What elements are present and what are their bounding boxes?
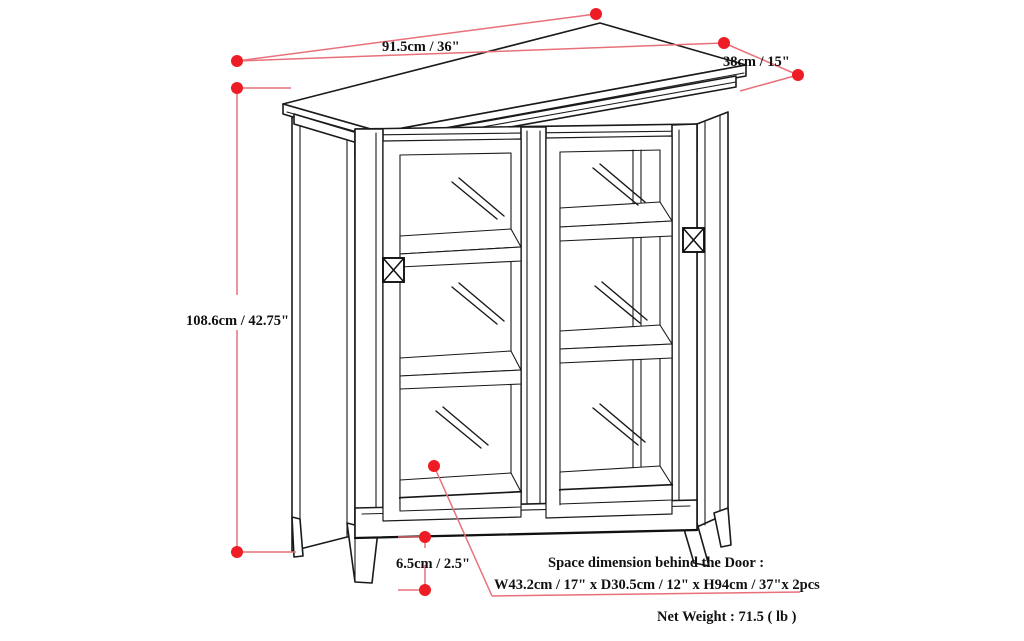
dimension-leg-clearance-label: 6.5cm / 2.5"	[396, 556, 470, 572]
net-weight-label: Net Weight : 71.5 ( lb )	[657, 609, 797, 625]
cabinet-front-right-stile	[671, 123, 698, 522]
cabinet-leg-rear-left	[291, 516, 304, 558]
door-right-glass-panel[interactable]	[545, 135, 674, 519]
glass-reflection-lines-left-lower	[435, 406, 489, 449]
cabinet-right-side-panel	[696, 111, 729, 528]
cabinet-illustration	[282, 22, 747, 584]
door-left-glass-panel[interactable]	[382, 138, 523, 522]
dimension-depth: 38cm / 15"	[718, 37, 804, 92]
glass-reflection-lines-right-upper	[592, 163, 646, 206]
interior-space-title: Space dimension behind the Door :	[548, 555, 764, 571]
door-right-knob[interactable]	[682, 227, 705, 253]
glass-reflection-lines-left-mid	[451, 282, 505, 325]
callout-interior-space: Space dimension behind the Door : W43.2c…	[428, 460, 820, 597]
dimension-depth-label: 38cm / 15"	[723, 54, 790, 70]
glass-reflection-lines-left-upper	[451, 177, 505, 220]
dimension-leg-clearance: 6.5cm / 2.5"	[396, 531, 470, 596]
cabinet-front-center-stile	[520, 126, 547, 525]
dimension-height: 108.6cm / 42.75"	[186, 82, 296, 558]
door-left-knob[interactable]	[382, 257, 405, 283]
dimension-width: 91.5cm / 36"	[231, 8, 725, 67]
dimension-width-label: 91.5cm / 36"	[382, 39, 460, 55]
cabinet-leg-rear-right	[713, 507, 732, 548]
dimension-height-label: 108.6cm / 42.75"	[186, 313, 289, 329]
glass-reflection-lines-right-lower	[592, 403, 646, 446]
interior-space-value: W43.2cm / 17" x D30.5cm / 12" x H94cm / …	[494, 577, 820, 593]
cabinet-front-left-stile	[354, 128, 384, 536]
glass-reflection-lines-right-mid	[594, 281, 648, 324]
cabinet-left-side-panel	[291, 112, 356, 552]
